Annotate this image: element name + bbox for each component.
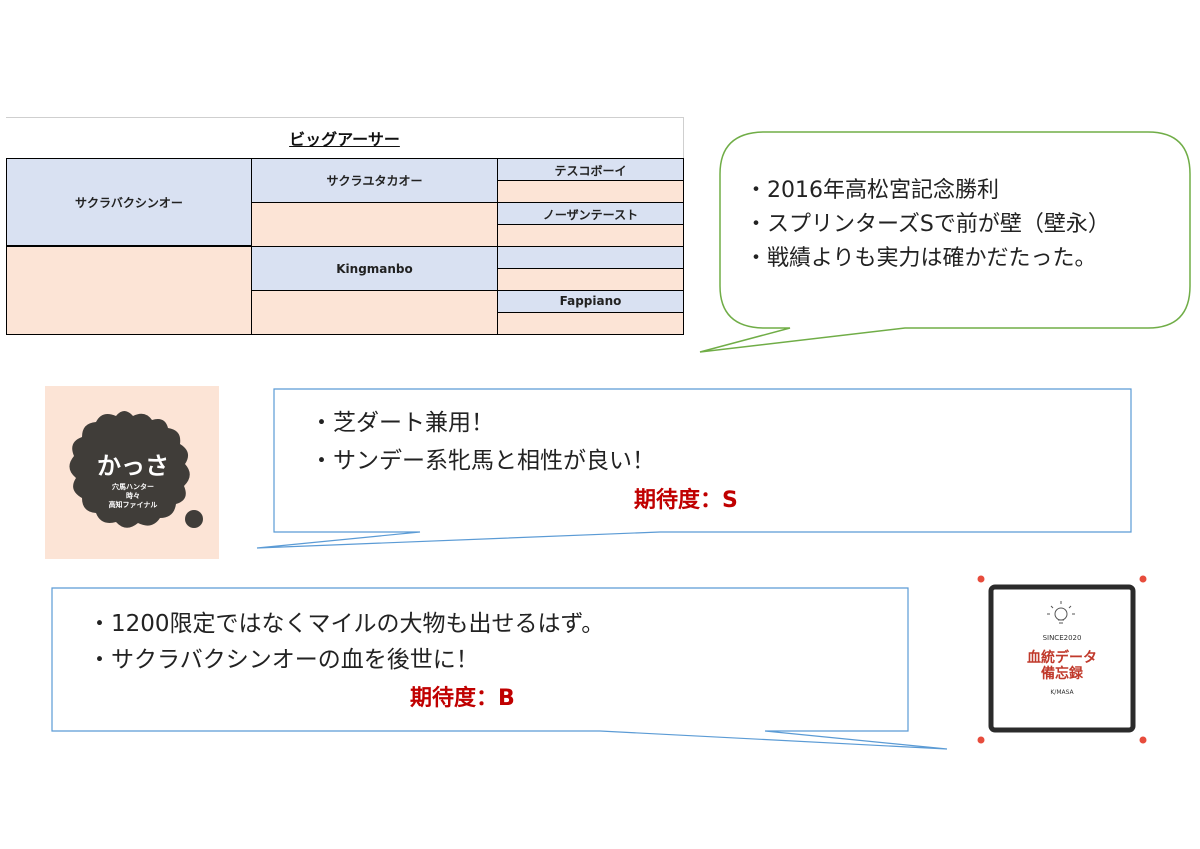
bubble-bottom-expectation: 期待度：B [410,686,515,711]
bubble-top-outline [699,131,1191,353]
pedigree-g3-1: テスコボーイ [497,158,684,181]
bubble-bottom-text: ・1200限定ではなくマイルの大物も出せるはず。 ・サクラバクシンオーの血を後世… [88,606,604,678]
bubble-top-line-2: ・スプリンターズSで前が壁（壁永） [745,212,1110,237]
avatar-subtitle: 穴馬ハンター 時々 高知ファイナル [80,483,186,510]
bubble-mid-text: ・芝ダート兼用！ ・サンデー系牝馬と相性が良い！ [310,404,655,480]
logo-since: SINCE2020 [1042,634,1082,642]
avatar-name: かっさ [97,452,169,480]
avatar-sub-2: 時々 [126,492,140,500]
pedigree-title: ビッグアーサー [6,117,684,158]
bubble-bottom-line-2: ・サクラバクシンオーの血を後世に！ [88,647,479,673]
pedigree-dam-sire: Kingmanbo [251,246,498,291]
pedigree-dam-dam [251,290,498,335]
bubble-mid-line-2: ・サンデー系牝馬と相性が良い！ [310,448,655,474]
logo-frame [977,575,1147,744]
logo-title-line-2: 備忘録 [1041,666,1083,682]
pedigree-g3-8 [497,312,684,335]
pedigree-sire-dam [251,202,498,247]
logo-title-line-1: 血統データ [1027,650,1097,666]
logo-author: K/MASA [1050,689,1074,696]
pedigree-table: ビッグアーサー サクラバクシンオー サクラユタカオー Kingmanbo テスコ… [6,117,686,335]
pedigree-sire: サクラバクシンオー [6,158,252,246]
avatar-blob [69,411,203,528]
bubble-top-line-1: ・2016年高松宮記念勝利 [745,178,999,203]
avatar-sub-3: 高知ファイナル [108,501,158,509]
bubble-bottom-outline [51,587,948,750]
bubble-mid-outline [256,388,1132,549]
pedigree-dam [6,246,252,335]
lightbulb-icon [1047,601,1075,624]
logo-title: 血統データ 備忘録 [1000,650,1124,682]
bubble-top-line-3: ・戦績よりも実力は確かだたった。 [745,246,1097,271]
bubble-top-text: ・2016年高松宮記念勝利 ・スプリンターズSで前が壁（壁永） ・戦績よりも実力… [745,174,1110,276]
avatar-sub-1: 穴馬ハンター [112,483,154,491]
bubble-mid-line-1: ・芝ダート兼用！ [310,410,494,436]
bubble-mid-expectation: 期待度：S [634,488,738,513]
bubble-bottom-line-1: ・1200限定ではなくマイルの大物も出せるはず。 [88,611,605,637]
